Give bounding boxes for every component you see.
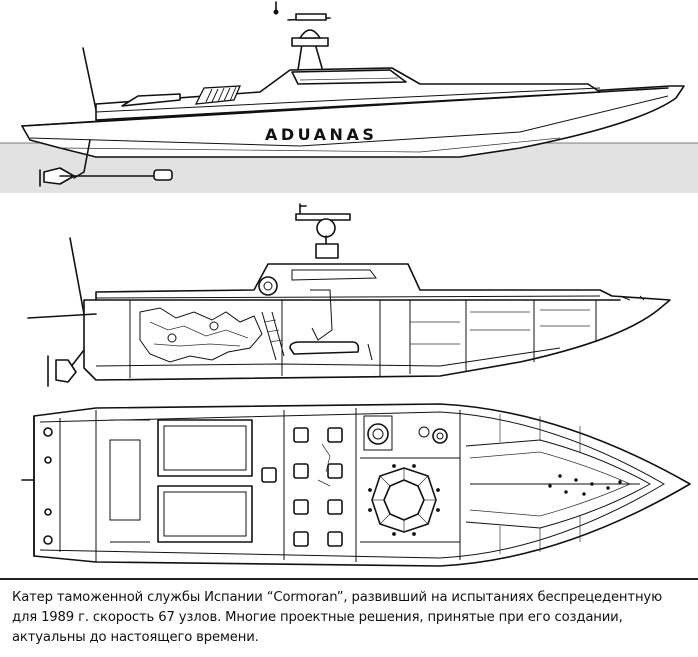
chine-line [29,95,669,147]
sink [432,428,448,444]
whip-antenna [69,237,85,315]
windshield [291,69,407,85]
cabin-lower-line [95,87,601,113]
berth-cushion [289,341,360,355]
propeller-aft [43,167,75,185]
helm-console [310,289,333,341]
side-window-aft [121,93,181,107]
engine-hatch-stbd [157,485,253,543]
roof-hatch [291,269,377,281]
life-ring [258,276,278,296]
radar-housing [291,37,329,47]
trim-tab [153,169,173,181]
engine-hatch-port [157,419,253,477]
spray-rail [59,137,561,153]
v-berth [465,439,652,529]
inboard-profile [27,203,671,387]
hull-profile [83,263,671,381]
hull-side [21,85,685,158]
side-elevation: ADUANAS [0,1,698,193]
radome-profile [316,218,336,238]
bulkheads [95,300,597,381]
deck-plan [21,403,691,567]
transom-cleats [43,427,53,545]
radar-dome [299,29,321,39]
cockpit-seats [261,427,343,547]
boat-drawing: ADUANAS [0,1,698,567]
anchor-locker [548,474,622,496]
companionway-ladder [261,311,285,361]
hull-marking: ADUANAS [265,125,377,144]
engine-block [139,307,263,363]
figure-caption: Катер таможенной службы Испании “Cormora… [0,578,698,657]
propeller-profile [55,359,77,383]
toilet [367,423,389,445]
